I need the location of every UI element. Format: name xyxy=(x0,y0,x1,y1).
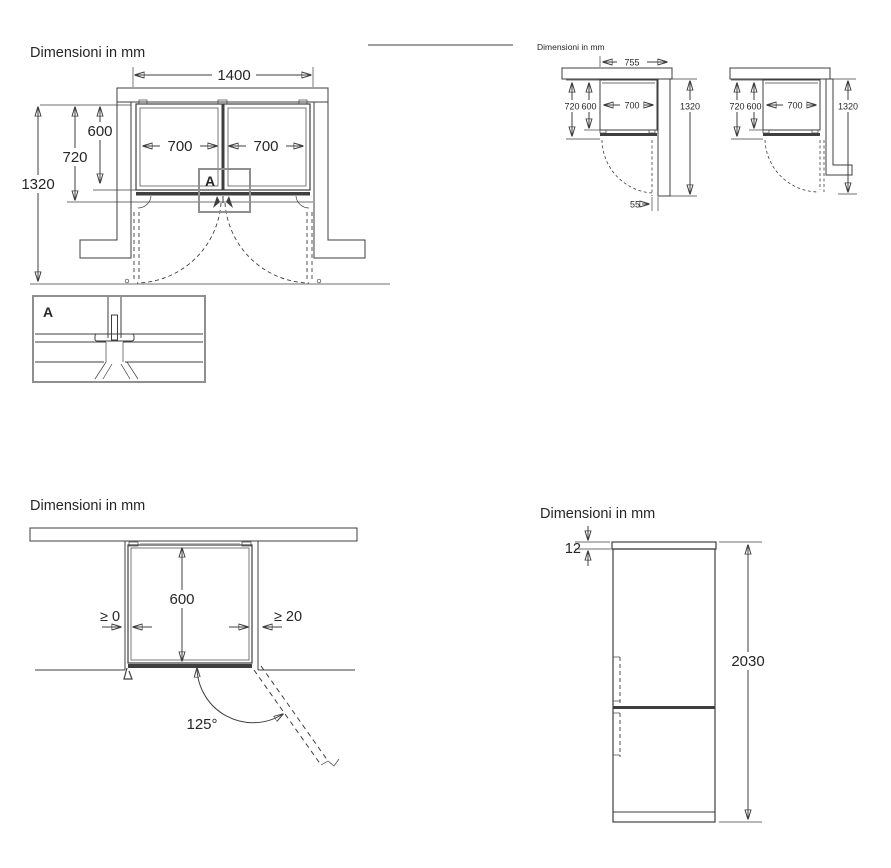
dim-gap-right: ≥ 20 xyxy=(229,609,302,627)
svg-text:700: 700 xyxy=(624,101,639,111)
wall-top xyxy=(29,527,358,542)
svg-text:720: 720 xyxy=(729,102,744,112)
dim-depth-body: 600 xyxy=(87,107,136,191)
dim-unit-width: 700 xyxy=(767,101,816,111)
door-swing-right xyxy=(224,202,322,284)
svg-text:≥ 20: ≥ 20 xyxy=(274,609,302,625)
svg-text:600: 600 xyxy=(746,102,761,112)
dim-depth-door: 720 xyxy=(564,83,600,140)
door-front xyxy=(136,192,310,196)
detail-callout: A xyxy=(198,168,251,213)
svg-text:600: 600 xyxy=(581,102,596,112)
dim-depth-body: 600 xyxy=(746,83,763,131)
panel-top-left: Dimensioni in mm xyxy=(21,45,390,383)
appliance-pair-plan xyxy=(135,99,311,209)
svg-text:125°: 125° xyxy=(186,716,217,733)
dim-unit-width: 700 xyxy=(604,101,653,111)
svg-text:1320: 1320 xyxy=(21,176,54,193)
wall-right xyxy=(313,101,366,259)
panel-title: Dimensioni in mm xyxy=(537,42,605,52)
joint-profile-flange xyxy=(94,333,135,342)
svg-text:700: 700 xyxy=(253,138,278,155)
hinge-foot xyxy=(123,667,133,680)
dim-depth-total: 1320 xyxy=(21,107,390,285)
appliance-front-view xyxy=(611,541,717,823)
svg-text:600: 600 xyxy=(169,591,194,608)
panel-title: Dimensioni in mm xyxy=(30,498,145,514)
svg-text:2030: 2030 xyxy=(731,653,764,670)
dim-right-unit-width: 700 xyxy=(229,138,303,155)
panel-top-right: Dimensioni in mm 755 xyxy=(537,42,858,211)
svg-text:≥ 0: ≥ 0 xyxy=(100,609,120,625)
dim-depth-total: 1320 xyxy=(670,78,700,197)
dim-depth-door: 720 xyxy=(62,107,313,203)
svg-text:55: 55 xyxy=(630,200,640,210)
corner-niche-diagram: 755 720 600 700 xyxy=(561,56,700,211)
panel-title: Dimensioni in mm xyxy=(30,45,145,61)
dim-niche-depth: 600 xyxy=(169,548,195,661)
wall-right xyxy=(657,78,671,197)
svg-text:1320: 1320 xyxy=(680,102,700,112)
panel-bottom-left: Dimensioni in mm 600 ≥ 0 ≥ xyxy=(29,498,358,767)
svg-text:600: 600 xyxy=(87,123,112,140)
door-swing-left xyxy=(124,202,222,284)
panel-bottom-right: Dimensioni in mm 12 2030 xyxy=(540,506,765,823)
svg-text:12: 12 xyxy=(565,541,581,557)
half-wall-niche-diagram: 720 600 700 1320 xyxy=(729,67,858,195)
svg-text:700: 700 xyxy=(167,138,192,155)
detail-box: A xyxy=(32,295,206,383)
dim-side-gap: 55 xyxy=(630,197,659,211)
wall-left xyxy=(79,101,132,259)
detail-marker-label: A xyxy=(205,173,215,189)
detail-box-label: A xyxy=(43,304,53,320)
dim-depth-door: 720 xyxy=(729,83,763,140)
dim-gap-left: ≥ 0 xyxy=(100,609,152,627)
dim-niche-width: 755 xyxy=(599,56,667,68)
door-opening-angle: 125° xyxy=(186,665,340,767)
dim-depth-total: 1320 xyxy=(833,78,858,195)
dim-height: 2030 xyxy=(719,541,765,823)
dim-top-gap: 12 xyxy=(565,526,611,566)
svg-text:755: 755 xyxy=(624,58,639,68)
joint-profile-stem xyxy=(111,314,118,341)
panel-title: Dimensioni in mm xyxy=(540,506,655,522)
door-front xyxy=(128,664,252,668)
top-cover xyxy=(611,541,717,550)
dim-left-unit-width: 700 xyxy=(143,138,217,155)
svg-text:700: 700 xyxy=(787,101,802,111)
appliance-plan xyxy=(123,541,253,680)
compartment-divider xyxy=(613,706,715,709)
svg-text:720: 720 xyxy=(564,102,579,112)
dim-niche-width: 1400 xyxy=(132,67,314,87)
dim-label: 1400 xyxy=(217,67,250,84)
dim-depth-body: 600 xyxy=(581,83,600,131)
door-handle-mark xyxy=(327,758,340,767)
svg-text:1320: 1320 xyxy=(838,102,858,112)
svg-text:720: 720 xyxy=(62,149,87,166)
